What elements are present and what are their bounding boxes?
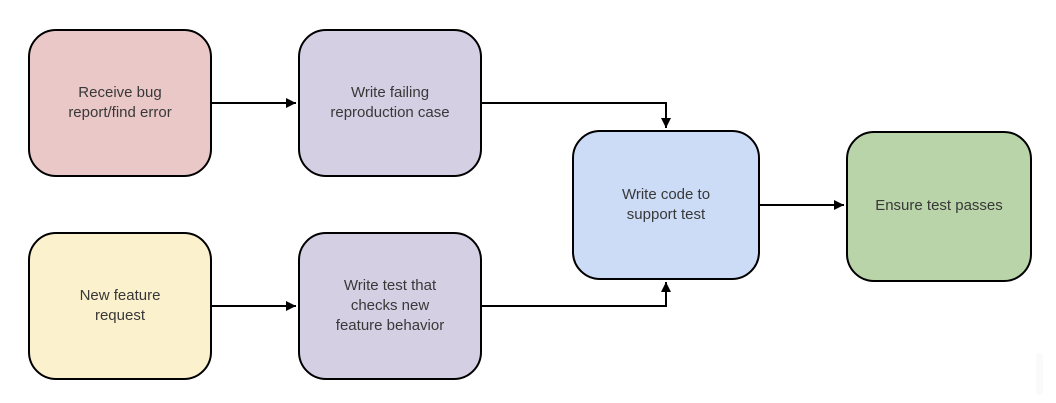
node-write-test-checks: Write test that checks new feature behav…	[298, 232, 482, 380]
node-write-code-support-label: Write code to support test	[621, 185, 711, 223]
edge-failing-repro-to-write-code	[482, 102, 671, 128]
node-receive-bug-report-label: Receive bug report/find error	[68, 83, 172, 121]
node-receive-bug-report: Receive bug report/find error	[28, 29, 212, 177]
node-write-test-checks-label: Write test that checks new feature behav…	[335, 276, 445, 335]
node-ensure-test-passes-label: Ensure test passes	[875, 197, 1003, 215]
node-new-feature-request: New feature request	[28, 232, 212, 380]
node-write-code-support: Write code to support test	[572, 130, 760, 280]
scrollbar-artifact	[1036, 353, 1043, 395]
node-new-feature-request-label: New feature request	[79, 286, 161, 324]
node-write-failing-repro-label: Write failing reproduction case	[330, 83, 450, 121]
edge-write-test-to-write-code	[482, 282, 671, 307]
node-write-failing-repro: Write failing reproduction case	[298, 29, 482, 177]
node-ensure-test-passes: Ensure test passes	[846, 131, 1032, 282]
